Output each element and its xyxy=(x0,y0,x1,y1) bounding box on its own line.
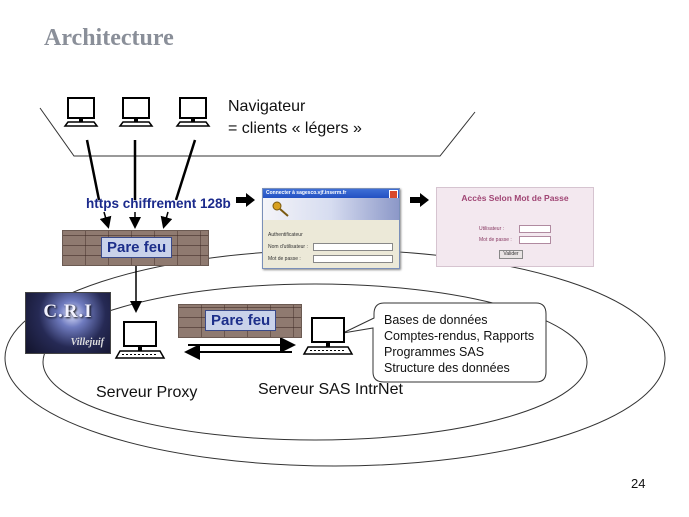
clients-zone xyxy=(39,107,476,157)
password-page-password-label: Mot de passe : xyxy=(479,237,512,243)
client-computer-icon xyxy=(118,97,154,127)
navigator-subtitle: = clients « légers » xyxy=(228,120,362,137)
proxy-server-icon xyxy=(114,321,166,359)
info-bubble-text: Bases de données Comptes-rendus, Rapport… xyxy=(384,312,534,376)
encryption-label: https chiffrement 128b xyxy=(86,196,231,211)
cri-logo-title: C.R.I xyxy=(43,301,93,322)
firewall-top: Pare feu xyxy=(62,230,209,266)
login-dialog-banner xyxy=(263,198,399,220)
sas-server-label: Serveur SAS IntrNet xyxy=(258,381,403,398)
client-link-1 xyxy=(85,139,101,201)
login-dialog-titlebar: Connecter à sagesco.vjf.inserm.fr xyxy=(263,189,399,198)
password-page-password-field xyxy=(519,236,551,244)
navigator-label: Navigateur xyxy=(228,98,306,115)
network-outer-ellipse xyxy=(4,249,666,467)
flow-arrow-1 xyxy=(236,193,255,207)
bubble-line: Programmes SAS xyxy=(384,345,485,359)
arrow-down-3 xyxy=(160,211,173,229)
password-page-screenshot: Accès Selon Mot de Passe Utilisateur : M… xyxy=(436,187,594,267)
page-number: 24 xyxy=(631,476,646,491)
navigator-caption: Navigateur = clients « légers » xyxy=(228,96,362,140)
page-title: Architecture xyxy=(44,25,174,51)
cri-logo-subtitle: Villejuif xyxy=(70,337,104,348)
proxy-server-label: Serveur Proxy xyxy=(96,384,198,401)
login-password-label: Mot de passe : xyxy=(268,256,301,262)
password-page-submit-button: Valider xyxy=(499,250,523,259)
password-page-title: Accès Selon Mot de Passe xyxy=(461,193,569,203)
client-computer-icon xyxy=(63,97,99,127)
firewall-label: Pare feu xyxy=(101,237,173,258)
network-inner-ellipse xyxy=(42,283,588,441)
flow-arrow-2 xyxy=(410,193,429,207)
sas-server-icon xyxy=(302,317,354,355)
firewall-inner: Pare feu xyxy=(178,304,302,338)
client-link-3 xyxy=(174,139,197,201)
password-page-user-label: Utilisateur : xyxy=(479,226,505,232)
info-bubble-shape xyxy=(342,302,547,383)
login-dialog-screenshot: Connecter à sagesco.vjf.inserm.fr Authen… xyxy=(262,188,400,269)
bubble-line: Structure des données xyxy=(384,361,510,375)
bubble-line: Comptes-rendus, Rapports xyxy=(384,329,535,343)
firewall-label: Pare feu xyxy=(205,310,277,331)
login-section-label: Authentificateur xyxy=(268,232,303,238)
password-page-user-field xyxy=(519,225,551,233)
cri-logo: C.R.I Villejuif xyxy=(25,292,111,354)
login-user-label: Nom d'utilisateur : xyxy=(268,244,308,250)
arrow-down-1 xyxy=(99,211,112,229)
key-icon xyxy=(272,201,289,217)
client-computer-icon xyxy=(175,97,211,127)
login-user-field xyxy=(313,243,393,251)
login-password-field xyxy=(313,255,393,263)
bubble-line: Bases de données xyxy=(384,313,488,327)
